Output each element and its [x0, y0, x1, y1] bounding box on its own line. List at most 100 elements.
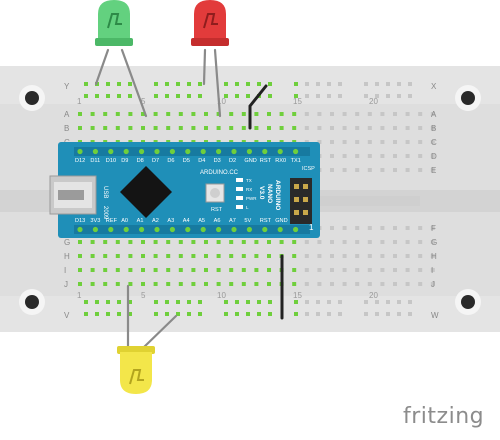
rail-hole: [95, 94, 99, 98]
grid-hole: [153, 254, 158, 258]
header-pin-top: [139, 148, 145, 155]
grid-hole: [317, 112, 322, 116]
grid-hole: [191, 112, 196, 116]
row-label-left: J: [64, 280, 68, 289]
grid-hole: [254, 240, 259, 244]
header-pin-top: [185, 148, 191, 155]
rail-hole: [305, 312, 309, 316]
header-strip-top: [74, 147, 310, 156]
rail-hole: [408, 300, 412, 304]
rail-hole: [397, 300, 401, 304]
grid-hole: [405, 168, 410, 172]
header-strip-bottom: [74, 225, 310, 234]
row-label-right: E: [431, 166, 436, 175]
grid-hole: [355, 282, 360, 286]
column-label: 1: [77, 97, 82, 106]
grid-hole: [229, 268, 234, 272]
tx-led-label: TX: [246, 178, 252, 183]
grid-hole: [330, 268, 334, 272]
grid-hole: [405, 126, 410, 130]
grid-hole: [229, 126, 234, 130]
grid-hole: [153, 268, 158, 272]
tx-led: [236, 178, 243, 182]
grid-hole: [90, 268, 95, 272]
grid-hole: [393, 282, 397, 286]
rail-hole: [106, 300, 110, 304]
column-label: 10: [217, 97, 226, 106]
column-label: 15: [293, 291, 302, 300]
l-led: [236, 205, 243, 209]
grid-hole: [178, 112, 183, 116]
rail-hole: [128, 300, 132, 304]
grid-hole: [191, 282, 196, 286]
grid-hole: [430, 240, 435, 244]
red-led-body: [194, 0, 226, 40]
rail-hole: [235, 300, 239, 304]
rail-hole: [268, 300, 272, 304]
grid-hole: [128, 126, 133, 130]
board-name-line1: ARDUINO: [274, 180, 281, 210]
mounting-holes: [19, 85, 481, 315]
icsp-pin-number: 1: [309, 223, 314, 232]
rail-hole: [106, 94, 110, 98]
header-pin-bottom: [139, 226, 145, 233]
rail-hole: [316, 82, 320, 86]
column-label: 20: [369, 97, 378, 106]
grid-hole: [216, 240, 221, 244]
grid-hole: [279, 126, 284, 130]
pin-label-bottom: A1: [137, 218, 144, 224]
grid-hole: [292, 112, 297, 116]
yellow-led: [117, 346, 155, 394]
row-label-right: A: [431, 110, 437, 119]
grid-hole: [254, 268, 259, 272]
grid-hole: [418, 254, 423, 258]
rail-hole: [257, 300, 261, 304]
grid-hole: [78, 240, 82, 244]
grid-hole: [78, 126, 82, 130]
grid-hole: [191, 254, 196, 258]
grid-hole: [78, 112, 82, 116]
icsp-pin: [294, 197, 299, 202]
grid-hole: [141, 126, 145, 130]
grid-hole: [166, 240, 171, 244]
header-pin-top: [277, 148, 283, 155]
row-label-right: C: [431, 138, 437, 147]
grid-hole: [380, 240, 385, 244]
rail-hole: [176, 82, 180, 86]
rail-hole: [327, 94, 331, 98]
row-label-left: I: [64, 266, 66, 275]
rail-hole: [316, 300, 320, 304]
grid-hole: [367, 168, 372, 172]
usb-label: USB: [102, 186, 108, 198]
red-led-rim: [191, 38, 229, 46]
rail-hole: [305, 94, 309, 98]
rail-hole: [268, 94, 272, 98]
pin-label-top: D9: [121, 158, 128, 164]
grid-hole: [191, 126, 196, 130]
header-pin-bottom: [185, 226, 191, 233]
icsp-header: [290, 178, 312, 224]
grid-hole: [405, 112, 410, 116]
grid-hole: [355, 254, 360, 258]
board-pcb: [58, 142, 320, 238]
pin-label-bottom: REF: [106, 218, 118, 224]
board-shadow-strip: [320, 196, 420, 206]
rail-hole: [224, 300, 228, 304]
row-label-right: J: [431, 280, 435, 289]
grid-hole: [430, 282, 435, 286]
grid-hole: [267, 126, 271, 130]
grid-hole: [355, 126, 360, 130]
rail-hole: [327, 300, 331, 304]
grid-hole: [166, 254, 171, 258]
grid-hole: [141, 268, 145, 272]
pwr-led: [236, 196, 243, 200]
grid-hole: [279, 112, 284, 116]
red-led-anvil: [203, 13, 218, 29]
grid-hole: [254, 126, 259, 130]
grid-hole: [367, 254, 372, 258]
rail-hole: [397, 312, 401, 316]
grid-hole: [216, 254, 221, 258]
grid-hole: [330, 168, 334, 172]
icsp-housing: [290, 178, 312, 224]
